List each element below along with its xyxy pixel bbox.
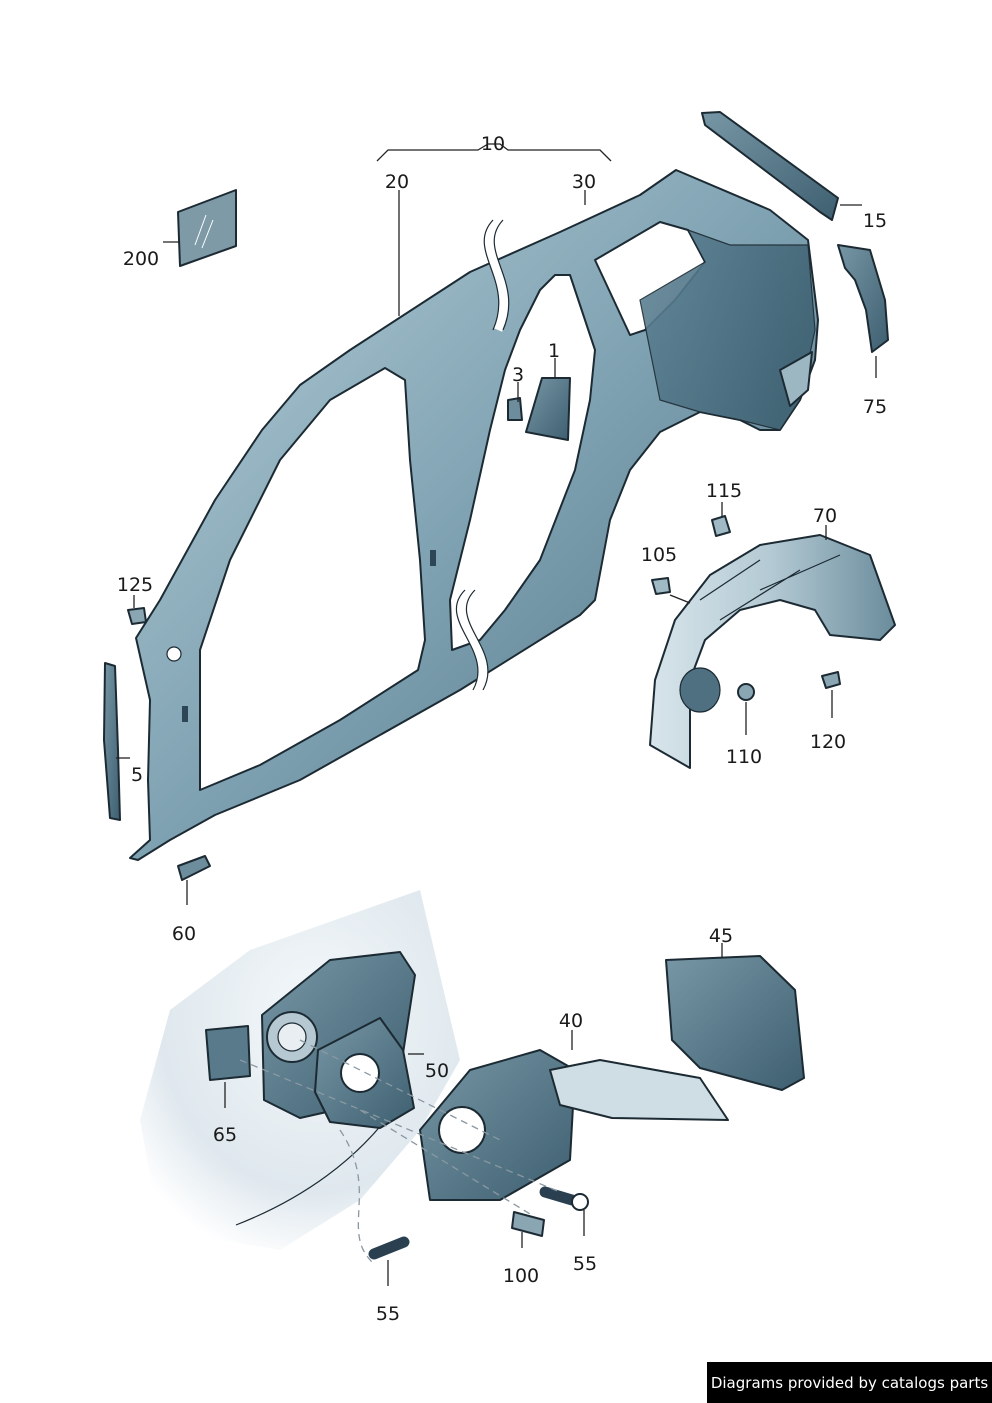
callout-30: 30 bbox=[572, 171, 596, 193]
part-15-rail bbox=[701, 111, 839, 221]
callout-55-bottom: 55 bbox=[376, 1303, 400, 1325]
part-115-clip bbox=[711, 515, 731, 537]
part-125-clip bbox=[127, 607, 147, 625]
callout-15: 15 bbox=[863, 210, 887, 232]
callout-3: 3 bbox=[512, 364, 524, 386]
callout-50: 50 bbox=[425, 1060, 449, 1082]
callout-55-right: 55 bbox=[573, 1253, 597, 1275]
part-110-nut bbox=[737, 683, 755, 701]
part-5-strip bbox=[103, 662, 121, 821]
callout-65: 65 bbox=[213, 1124, 237, 1146]
part-60-bracket bbox=[177, 855, 211, 881]
part-105-clip bbox=[651, 577, 671, 595]
part-200-glass bbox=[177, 189, 237, 267]
callout-115: 115 bbox=[706, 480, 742, 502]
callout-125: 125 bbox=[117, 574, 153, 596]
callout-100: 100 bbox=[503, 1265, 539, 1287]
part-55-hose-b bbox=[368, 1236, 410, 1260]
leader-lines bbox=[116, 190, 877, 1286]
callout-45: 45 bbox=[709, 925, 733, 947]
callout-1: 1 bbox=[548, 340, 560, 362]
callout-75: 75 bbox=[863, 396, 887, 418]
part-100-bolt bbox=[511, 1211, 545, 1237]
side-panel-assembly bbox=[129, 143, 819, 861]
part-3-clip bbox=[507, 397, 523, 421]
callout-110: 110 bbox=[726, 746, 762, 768]
callout-120: 120 bbox=[810, 731, 846, 753]
part-75-bracket bbox=[837, 244, 889, 353]
part-55-hose-a bbox=[539, 1186, 578, 1206]
callout-40: 40 bbox=[559, 1010, 583, 1032]
callout-labels: 10 20 30 15 200 1 3 75 115 70 105 125 5 … bbox=[117, 133, 887, 1325]
callout-5: 5 bbox=[131, 764, 143, 786]
callout-70: 70 bbox=[813, 505, 837, 527]
part-120-screw bbox=[821, 671, 841, 689]
fuel-flap-assembly bbox=[140, 890, 805, 1263]
credit-text: Diagrams provided by catalogs parts bbox=[710, 1373, 989, 1392]
part-70-wheel-liner bbox=[649, 515, 896, 769]
callout-10: 10 bbox=[481, 133, 505, 155]
callout-200: 200 bbox=[123, 248, 159, 270]
catalog-credit-banner: Diagrams provided by catalogs parts bbox=[707, 1362, 992, 1403]
callout-20: 20 bbox=[385, 171, 409, 193]
callout-105: 105 bbox=[641, 544, 677, 566]
part-1-plate bbox=[525, 377, 571, 441]
part-65-actuator bbox=[205, 1025, 251, 1081]
callout-60: 60 bbox=[172, 923, 196, 945]
